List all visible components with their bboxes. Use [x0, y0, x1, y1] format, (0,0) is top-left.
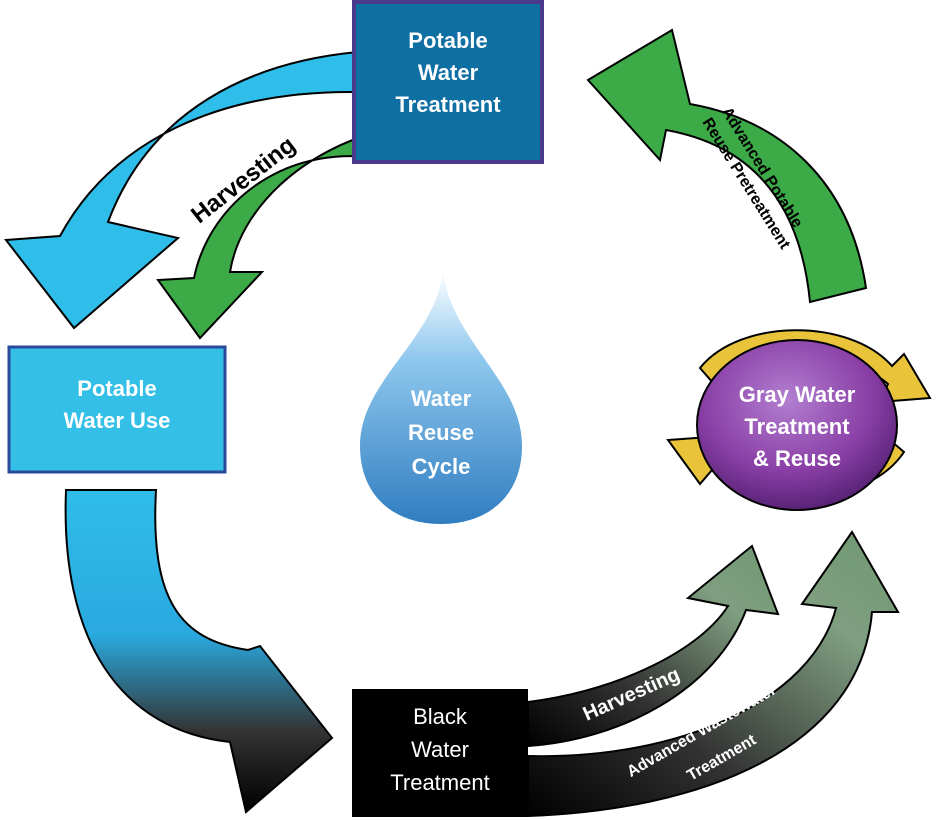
potable-use-line-2: Water Use [64, 408, 171, 433]
potable-treatment-line-3: Treatment [395, 92, 501, 117]
green-curved-arrow [156, 126, 392, 340]
black-water-treatment-box [352, 689, 528, 817]
potable-water-treatment-box [352, 0, 544, 164]
blue-curved-arrow [4, 50, 359, 330]
potable-water-use-box [7, 345, 227, 474]
potable-use-line-1: Potable [77, 376, 156, 401]
gray-water-circle [696, 339, 898, 511]
black-water-line-3: Treatment [390, 770, 489, 795]
center-drop-line-2: Reuse [408, 420, 474, 445]
potable-treatment-line-1: Potable [408, 28, 487, 53]
gray-water-line-3: & Reuse [753, 446, 841, 471]
black-water-line-1: Black [413, 704, 468, 729]
black-water-line-2: Water [411, 737, 469, 762]
potable-treatment-line-2: Water [418, 60, 479, 85]
gray-water-line-2: Treatment [744, 414, 850, 439]
center-drop-line-3: Cycle [412, 454, 471, 479]
water-drop [360, 270, 522, 524]
harvesting-lower-arrow [527, 544, 780, 748]
gray-water-line-1: Gray Water [739, 382, 856, 407]
advanced-wastewater-arrow [527, 530, 900, 818]
center-drop-line-1: Water [411, 386, 472, 411]
blue-black-down-arrow [64, 489, 334, 814]
green-upper-right-arrow [586, 28, 868, 304]
